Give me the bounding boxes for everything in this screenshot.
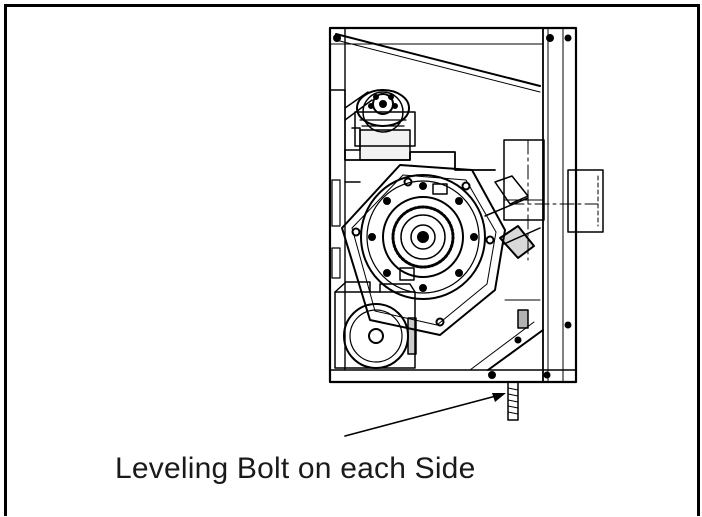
left-bracket [329,89,373,279]
blower-drum [341,164,506,336]
cabinet-outline [328,26,578,384]
motor [334,281,417,369]
lower-brace [469,299,544,371]
pulley-assembly [354,89,416,161]
figure-caption: Leveling Bolt on each Side [115,452,476,485]
leveling-bolt [507,381,519,421]
angled-bracket [484,175,541,259]
leader-arrow [344,393,506,437]
